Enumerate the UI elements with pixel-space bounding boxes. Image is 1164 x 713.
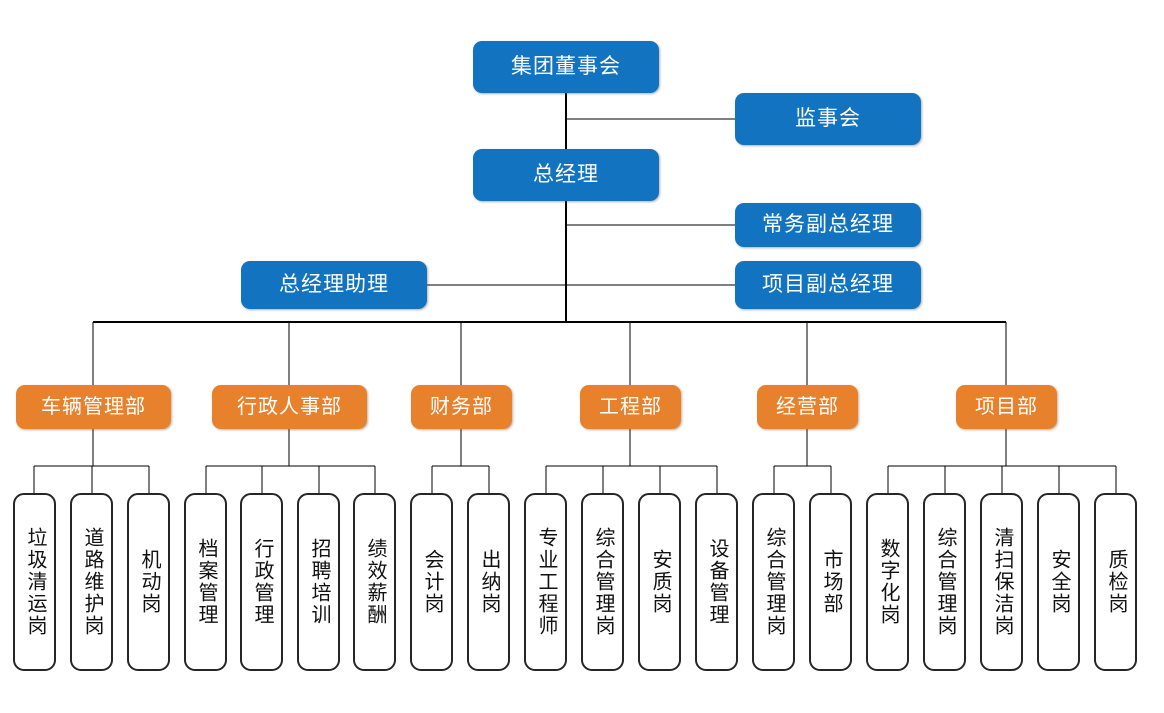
position-node-pos-11[interactable]: 综合管理岗	[581, 493, 624, 671]
position-node-label: 招聘培训	[308, 538, 330, 626]
dept-node-label: 经营部	[776, 395, 839, 418]
position-node-label: 质检岗	[1105, 549, 1127, 615]
dept-node-vehicle[interactable]: 车辆管理部	[16, 385, 171, 429]
dept-node-label: 工程部	[599, 395, 662, 418]
dept-node-label: 财务部	[430, 395, 493, 418]
position-node-label: 绩效薪酬	[364, 538, 386, 626]
position-node-pos-6[interactable]: 招聘培训	[297, 493, 340, 671]
exec-node-project-vp[interactable]: 项目副总经理	[735, 261, 921, 309]
dept-node-engineer[interactable]: 工程部	[580, 385, 681, 429]
dept-node-project[interactable]: 项目部	[956, 385, 1057, 429]
position-node-label: 市场部	[820, 549, 842, 615]
position-node-label: 专业工程师	[535, 527, 557, 637]
position-node-pos-10[interactable]: 专业工程师	[524, 493, 567, 671]
position-node-pos-3[interactable]: 机动岗	[127, 493, 170, 671]
position-node-label: 出纳岗	[478, 549, 500, 615]
position-node-pos-9[interactable]: 出纳岗	[467, 493, 510, 671]
exec-node-board[interactable]: 集团董事会	[473, 41, 659, 93]
position-node-label: 垃圾清运岗	[24, 527, 46, 637]
position-node-label: 综合管理岗	[763, 527, 785, 637]
position-node-label: 清扫保洁岗	[991, 527, 1013, 637]
position-node-pos-13[interactable]: 设备管理	[695, 493, 738, 671]
position-node-label: 综合管理岗	[592, 527, 614, 637]
position-node-pos-5[interactable]: 行政管理	[240, 493, 283, 671]
exec-node-label: 常务副总经理	[762, 212, 894, 236]
dept-node-label: 行政人事部	[237, 395, 342, 418]
position-node-label: 行政管理	[251, 538, 273, 626]
position-node-pos-2[interactable]: 道路维护岗	[70, 493, 113, 671]
exec-node-gm[interactable]: 总经理	[473, 149, 659, 201]
position-node-label: 会计岗	[421, 549, 443, 615]
position-node-label: 道路维护岗	[81, 527, 103, 637]
position-node-label: 档案管理	[195, 538, 217, 626]
exec-node-label: 集团董事会	[511, 54, 621, 78]
position-node-pos-14[interactable]: 综合管理岗	[752, 493, 795, 671]
dept-node-operation[interactable]: 经营部	[757, 385, 858, 429]
exec-node-gm-assistant[interactable]: 总经理助理	[241, 261, 427, 309]
position-node-pos-16[interactable]: 数字化岗	[866, 493, 909, 671]
position-node-label: 综合管理岗	[934, 527, 956, 637]
position-node-pos-12[interactable]: 安质岗	[638, 493, 681, 671]
position-node-pos-7[interactable]: 绩效薪酬	[353, 493, 396, 671]
position-node-pos-1[interactable]: 垃圾清运岗	[13, 493, 56, 671]
dept-node-admin-hr[interactable]: 行政人事部	[212, 385, 367, 429]
exec-node-exec-vp[interactable]: 常务副总经理	[735, 203, 921, 247]
dept-node-label: 车辆管理部	[41, 395, 146, 418]
exec-node-label: 项目副总经理	[762, 272, 894, 296]
position-node-pos-8[interactable]: 会计岗	[410, 493, 453, 671]
position-node-label: 数字化岗	[877, 538, 899, 626]
position-node-label: 安全岗	[1048, 549, 1070, 615]
position-node-pos-20[interactable]: 质检岗	[1094, 493, 1137, 671]
position-node-label: 安质岗	[649, 549, 671, 615]
position-node-pos-19[interactable]: 安全岗	[1037, 493, 1080, 671]
exec-node-label: 监事会	[795, 106, 861, 130]
position-node-label: 设备管理	[706, 538, 728, 626]
position-node-label: 机动岗	[138, 549, 160, 615]
position-node-pos-15[interactable]: 市场部	[809, 493, 852, 671]
exec-node-label: 总经理助理	[279, 272, 389, 296]
position-node-pos-4[interactable]: 档案管理	[184, 493, 227, 671]
exec-node-label: 总经理	[533, 162, 599, 186]
position-node-pos-18[interactable]: 清扫保洁岗	[980, 493, 1023, 671]
exec-node-supervisory[interactable]: 监事会	[735, 93, 921, 145]
position-node-pos-17[interactable]: 综合管理岗	[923, 493, 966, 671]
dept-node-label: 项目部	[975, 395, 1038, 418]
dept-node-finance[interactable]: 财务部	[411, 385, 512, 429]
